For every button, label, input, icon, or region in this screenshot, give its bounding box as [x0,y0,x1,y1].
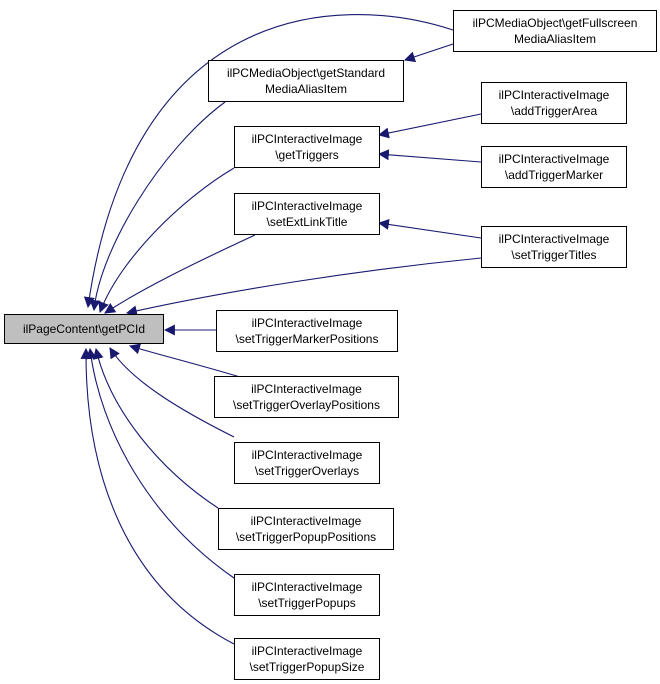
node-getstandard-media-alias-item[interactable]: ilPCMediaObject\getStandard MediaAliasIt… [208,60,404,102]
node-set-trigger-overlay-positions[interactable]: ilPCInteractiveImage \setTriggerOverlayP… [214,376,399,418]
node-label-line2: \setTriggerTitles [511,248,597,262]
node-add-trigger-marker[interactable]: ilPCInteractiveImage \addTriggerMarker [481,146,627,188]
node-label-line1: ilPCMediaObject\getFullscreen [472,16,638,30]
node-set-trigger-popups[interactable]: ilPCInteractiveImage \setTriggerPopups [234,574,380,616]
edge-titles-to-root [125,257,482,317]
edge-overlaypos-to-root [128,343,241,378]
node-set-ext-link-title[interactable]: ilPCInteractiveImage \setExtLinkTitle [234,193,380,235]
node-label-line1: ilPageContent\getPCId [22,322,146,336]
node-getfullscreen-media-alias-item[interactable]: ilPCMediaObject\getFullscreen MediaAlias… [453,10,657,52]
node-label-line1: ilPCInteractiveImage [498,152,610,166]
node-label-line2: \setExtLinkTitle [266,215,348,229]
edge-addarea-to-gettriggers [377,113,482,139]
node-add-trigger-area[interactable]: ilPCInteractiveImage \addTriggerArea [481,82,627,124]
node-label-line2: \setTriggerOverlays [254,464,360,478]
node-label-line2: \getTriggers [275,148,339,162]
node-label-line2: \setTriggerPopupPositions [235,530,377,544]
node-label-line1: ilPCInteractiveImage [498,88,610,102]
node-label-line1: ilPCInteractiveImage [251,644,363,658]
edge-titles-to-extlink [377,218,482,239]
edge-standard-to-root [89,101,226,312]
node-set-trigger-marker-positions[interactable]: ilPCInteractiveImage \setTriggerMarkerPo… [216,310,398,352]
edge-popupsize-to-root [80,347,235,645]
node-label-line1: ilPCInteractiveImage [250,514,362,528]
node-label-line1: ilPCInteractiveImage [251,132,363,146]
node-label-line1: ilPCInteractiveImage [251,448,363,462]
node-set-trigger-popup-positions[interactable]: ilPCInteractiveImage \setTriggerPopupPos… [218,508,394,550]
edge-extlink-to-root [104,234,256,314]
edge-fullscreen-to-standard [403,43,454,63]
node-label-line2: \setTriggerMarkerPositions [235,332,379,346]
node-label-line2: \addTriggerArea [510,104,598,118]
edge-gettriggers-to-root [98,167,235,314]
node-pagecontent-getpcid: ilPageContent\getPCId [4,314,164,344]
node-label-line2: MediaAliasItem [264,82,348,96]
edge-overlays-to-root [109,347,235,438]
node-set-trigger-titles[interactable]: ilPCInteractiveImage \setTriggerTitles [481,226,627,268]
node-label-line2: \setTriggerPopupSize [249,660,365,674]
node-label-line1: ilPCMediaObject\getStandard [226,66,386,80]
node-set-trigger-popup-size[interactable]: ilPCInteractiveImage \setTriggerPopupSiz… [234,638,380,680]
node-get-triggers[interactable]: ilPCInteractiveImage \getTriggers [234,126,380,168]
node-label-line1: ilPCInteractiveImage [251,580,363,594]
node-label-line1: ilPCInteractiveImage [498,232,610,246]
edge-fullscreen-to-root [83,14,454,309]
node-label-line2: \addTriggerMarker [504,168,604,182]
node-label-line1: ilPCInteractiveImage [251,382,362,396]
node-label-line1: ilPCInteractiveImage [251,316,363,330]
node-label-line2: \setTriggerPopups [258,596,356,610]
node-label-line2: MediaAliasItem [513,32,597,46]
node-label-line1: ilPCInteractiveImage [251,199,363,213]
node-set-trigger-overlays[interactable]: ilPCInteractiveImage \setTriggerOverlays [234,442,380,484]
node-label-line2: \setTriggerOverlayPositions [233,398,380,412]
edge-popups-to-root [85,347,235,579]
edge-addmarker-to-gettriggers [377,149,482,163]
edge-popuppos-to-root [92,347,219,509]
